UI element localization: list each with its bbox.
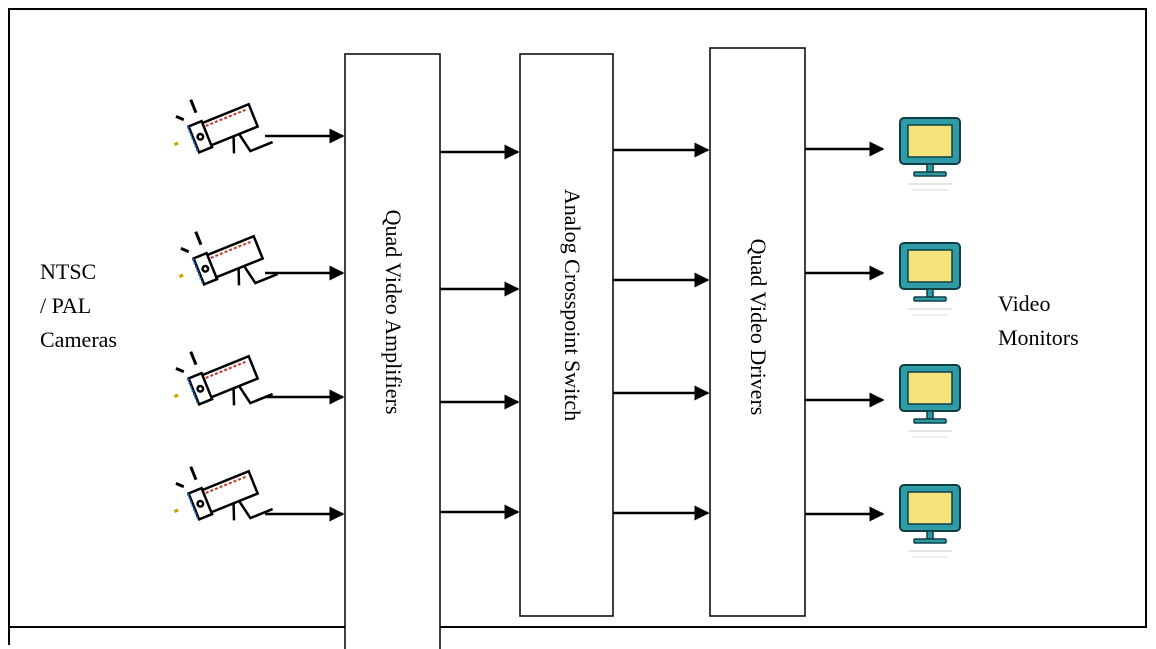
analog-crosspoint-switch-label: Analog Crosspoint Switch bbox=[560, 188, 585, 422]
monitors-label: Video Monitors bbox=[998, 287, 1079, 355]
diagram-frame bbox=[8, 8, 1147, 645]
quad-video-amplifiers-block bbox=[344, 53, 441, 649]
video-monitor-icon bbox=[899, 484, 961, 558]
cameras-group bbox=[173, 99, 279, 521]
security-camera-icon bbox=[173, 466, 274, 521]
video-monitor-icon bbox=[899, 117, 961, 191]
amplifier-to-switch-arrows bbox=[440, 144, 520, 520]
analog-crosspoint-switch-block bbox=[519, 53, 614, 617]
security-camera-icon bbox=[173, 99, 274, 154]
quad-video-drivers-label: Quad Video Drivers bbox=[746, 238, 771, 416]
monitors-group bbox=[899, 117, 961, 558]
cameras-label: NTSC / PAL Cameras bbox=[40, 255, 117, 357]
cameras-label-line-3: Cameras bbox=[40, 327, 117, 352]
video-monitor-icon bbox=[899, 242, 961, 316]
monitors-label-line-1: Video bbox=[998, 291, 1051, 316]
cameras-label-line-1: NTSC bbox=[40, 259, 97, 284]
quad-video-drivers-block bbox=[709, 47, 806, 617]
quad-video-amplifiers-label: Quad Video Amplifiers bbox=[381, 209, 406, 415]
security-camera-icon bbox=[173, 351, 274, 406]
video-monitor-icon bbox=[899, 364, 961, 438]
switch-to-driver-arrows bbox=[613, 142, 710, 521]
driver-to-monitor-arrows bbox=[805, 141, 885, 522]
camera-to-amplifier-arrows bbox=[265, 128, 345, 522]
monitors-label-line-2: Monitors bbox=[998, 325, 1079, 350]
cameras-label-line-2: / PAL bbox=[40, 293, 92, 318]
security-camera-icon bbox=[178, 231, 279, 286]
